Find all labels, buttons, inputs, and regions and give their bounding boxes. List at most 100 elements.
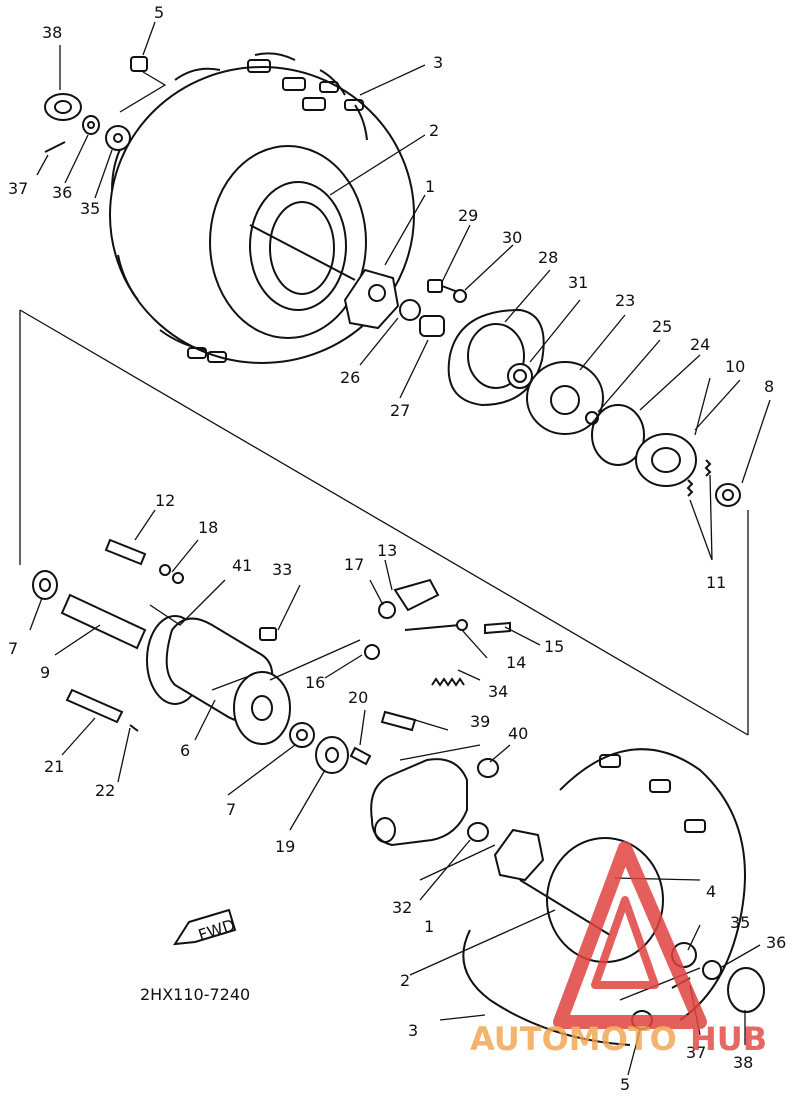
hub-1-upper: [249, 224, 400, 330]
callout-4: 4: [706, 882, 716, 901]
callout-19: 19: [275, 837, 295, 856]
callout-13: 13: [377, 541, 397, 560]
bolt-15: [484, 621, 511, 635]
callout-40: 40: [508, 724, 528, 743]
nut-26: [399, 299, 421, 321]
callout-20: 20: [348, 688, 368, 707]
watermark-word-a: AUTOMOTO: [470, 1020, 677, 1058]
watermark-word-b: HUB: [690, 1020, 767, 1058]
fwd-arrow: FWD: [173, 908, 237, 946]
washer-32: [467, 822, 489, 842]
hub-1-lower: [493, 828, 611, 936]
arm-13: [393, 578, 440, 612]
watermark-logo: AUTOMOTO HUB: [470, 841, 767, 1058]
callout-31: 31: [568, 273, 588, 292]
callout-34: 34: [488, 682, 508, 701]
knuckle-assembly: [370, 758, 468, 847]
callout-2-upper: 2: [429, 121, 439, 140]
callout-39: 39: [470, 712, 490, 731]
callout-37-upper: 37: [8, 179, 28, 198]
bolt-20: [349, 746, 372, 766]
circlip-24: [591, 404, 645, 466]
callout-38-lower: 38: [733, 1053, 753, 1072]
pin-21: [65, 688, 124, 724]
plate-19: [315, 736, 349, 774]
callout-33: 33: [272, 560, 292, 579]
callout-26: 26: [340, 368, 360, 387]
washer-35-upper: [105, 125, 131, 151]
pin-22: [129, 724, 139, 732]
callout-5-lower: 5: [620, 1075, 630, 1094]
callout-11: 11: [706, 573, 726, 592]
callout-18: 18: [198, 518, 218, 537]
callout-15: 15: [544, 637, 564, 656]
nut-36-lower: [702, 960, 722, 980]
callout-12: 12: [155, 491, 175, 510]
callout-32: 32: [392, 898, 412, 917]
callout-6: 6: [180, 741, 190, 760]
leader-lines: [29, 21, 771, 1076]
brake-panel-23: [526, 361, 604, 435]
callout-17: 17: [344, 555, 364, 574]
callout-8: 8: [764, 377, 774, 396]
callout-3-lower: 3: [408, 1021, 418, 1040]
watermark-inner-triangle: [591, 896, 659, 989]
springs-11: [686, 459, 712, 497]
nut-5-upper: [130, 56, 148, 72]
oil-seal-7-left: [32, 570, 58, 600]
callout-9: 9: [40, 663, 50, 682]
tube-9: [60, 593, 147, 650]
pin-37-upper: [44, 141, 66, 153]
bolt-29: [427, 279, 459, 293]
callout-7-right: 7: [226, 800, 236, 819]
callout-10: 10: [725, 357, 745, 376]
nut-27: [419, 315, 445, 337]
callout-35-lower: 35: [730, 913, 750, 932]
callout-14: 14: [506, 653, 526, 672]
callout-29: 29: [458, 206, 478, 225]
oil-seal-7-right: [289, 722, 315, 748]
callout-38-upper: 38: [42, 23, 62, 42]
callout-2-lower: 2: [400, 971, 410, 990]
link-14: [404, 619, 468, 631]
seal-31: [507, 363, 533, 389]
upper-tire: [109, 52, 415, 364]
callout-36-upper: 36: [52, 183, 72, 202]
callout-7-left: 7: [8, 639, 18, 658]
bolt-39: [380, 710, 417, 732]
callout-36-lower: 36: [766, 933, 786, 952]
callout-30: 30: [502, 228, 522, 247]
callout-22: 22: [95, 781, 115, 800]
cap-38-lower: [727, 967, 765, 1013]
callout-24: 24: [690, 335, 710, 354]
seal-8: [715, 483, 741, 507]
watermark-triangle: [553, 841, 707, 1029]
callout-23: 23: [615, 291, 635, 310]
callout-labels: 5 38 3 2 37 36 35 1 29 30 28 31 23 25 24…: [8, 3, 786, 1094]
nut-40: [477, 758, 499, 778]
cap-38-upper: [44, 93, 82, 121]
nut-36-upper: [82, 115, 100, 135]
callout-3-upper: 3: [433, 53, 443, 72]
callout-37-lower: 37: [686, 1043, 706, 1062]
callout-5-upper: 5: [154, 3, 164, 22]
washer-17: [378, 601, 396, 619]
spring-34: [431, 677, 465, 687]
bolt-12: [104, 538, 147, 566]
callout-1-lower: 1: [424, 917, 434, 936]
housing-6: [165, 617, 291, 745]
callout-35-upper: 35: [80, 199, 100, 218]
nut-16: [364, 644, 380, 660]
callout-28: 28: [538, 248, 558, 267]
o-ring-25: [585, 411, 599, 425]
callout-41: 41: [232, 556, 252, 575]
callout-27: 27: [390, 401, 410, 420]
washer-30: [453, 289, 467, 303]
brake-shoes-10: [635, 433, 697, 487]
bolt-33: [259, 627, 277, 641]
callout-25: 25: [652, 317, 672, 336]
callout-16: 16: [305, 673, 325, 692]
clip-18: [159, 564, 184, 584]
diagram-code: 2HX110-7240: [140, 985, 250, 1004]
